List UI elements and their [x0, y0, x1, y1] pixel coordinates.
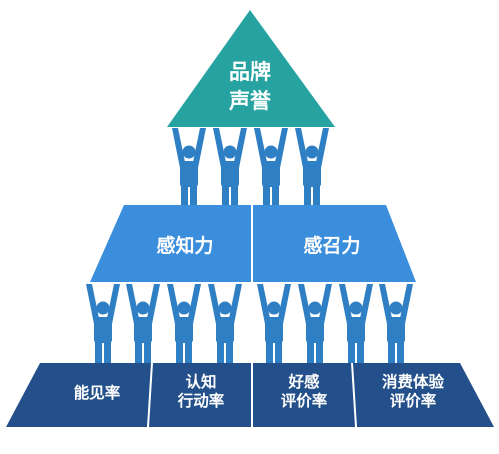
person-arms-raised-icon [167, 284, 201, 363]
bottom-label-experience: 消费体验 评价率 [358, 373, 468, 412]
bottom-label-favorability: 好感 评价率 [249, 373, 359, 412]
middle-label-perception-text: 感知力 [156, 235, 214, 257]
top-tier-block [167, 10, 335, 127]
middle-label-perception: 感知力 [115, 235, 255, 259]
top-tier-label: 品牌 声誉 [205, 58, 295, 117]
bottom-label-favorability-line-1: 好感 [288, 373, 320, 391]
bottom-label-experience-line-2: 评价率 [389, 392, 437, 411]
bottom-label-visibility: 能见率 [42, 384, 152, 403]
person-arms-raised-icon [254, 128, 288, 205]
person-arms-raised-icon [208, 284, 242, 363]
bottom-label-experience-line-1: 消费体验 [381, 373, 444, 391]
bottom-label-visibility-line-1: 能见率 [73, 384, 121, 402]
figures-layer [86, 128, 413, 363]
person-arms-raised-icon [86, 284, 120, 363]
middle-label-appeal: 感召力 [262, 235, 402, 259]
bottom-label-favorability-line-2: 评价率 [280, 392, 328, 411]
bottom-label-cognition: 认知 行动率 [146, 373, 256, 412]
bottom-divider-1 [147, 362, 153, 428]
person-arms-raised-icon [172, 128, 206, 205]
bottom-tier-block [6, 363, 494, 427]
person-arms-raised-icon [379, 284, 413, 363]
person-arms-raised-icon [298, 284, 332, 363]
top-label-line-2: 声誉 [229, 89, 271, 114]
person-arms-raised-icon [339, 284, 373, 363]
person-arms-raised-icon [213, 128, 247, 205]
bottom-label-cognition-line-2: 行动率 [177, 392, 225, 411]
middle-label-appeal-text: 感召力 [303, 235, 361, 257]
person-arms-raised-icon [295, 128, 329, 205]
bottom-divider-3 [351, 362, 357, 428]
top-label-line-1: 品牌 [229, 60, 271, 84]
bottom-label-cognition-line-1: 认知 [185, 373, 217, 391]
person-arms-raised-icon [126, 284, 160, 363]
person-arms-raised-icon [257, 284, 291, 363]
